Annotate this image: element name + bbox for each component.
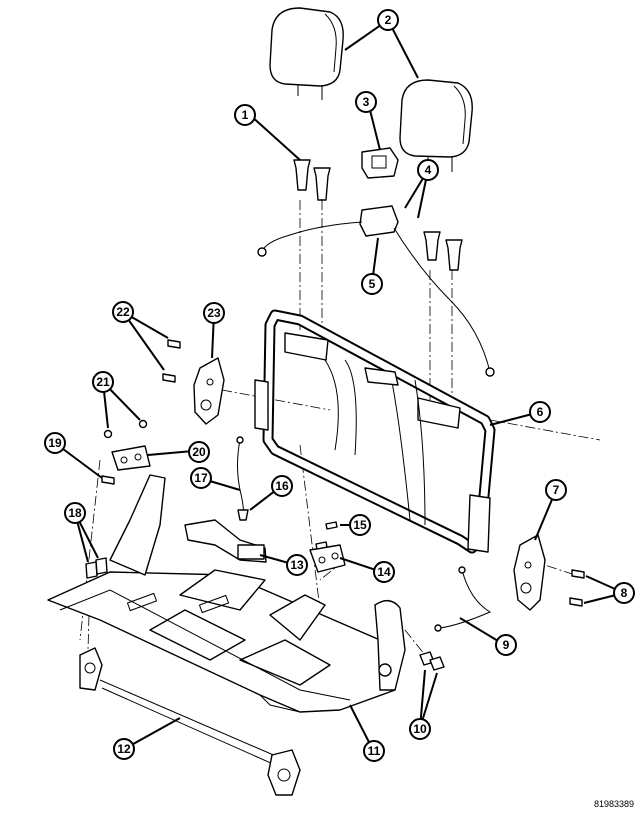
callout-23: 23 [203, 302, 225, 324]
svg-text:22: 22 [116, 305, 130, 319]
headrest-right [399, 79, 473, 172]
callout-5: 5 [361, 273, 383, 295]
callout-16: 16 [271, 475, 293, 497]
headrest-bracket [361, 147, 399, 179]
svg-text:20: 20 [192, 445, 206, 459]
lower-cross-assembly [79, 647, 301, 796]
svg-text:14: 14 [377, 565, 391, 579]
recliner-latch-cable [257, 205, 495, 377]
sensor-cable [236, 436, 249, 521]
connector-13 [184, 519, 267, 563]
svg-text:17: 17 [194, 471, 208, 485]
callout-7: 7 [545, 479, 567, 501]
svg-text:4: 4 [425, 163, 432, 177]
callout-8: 8 [613, 582, 635, 604]
hinge-left [193, 357, 225, 425]
headrest-left [269, 7, 344, 100]
callout-2: 2 [377, 9, 399, 31]
callout-19: 19 [44, 432, 66, 454]
callout-1: 1 [234, 104, 256, 126]
callout-11: 11 [363, 740, 385, 762]
svg-text:6: 6 [537, 405, 544, 419]
nuts-10 [419, 651, 445, 671]
screws-22 [162, 339, 181, 383]
svg-text:5: 5 [369, 277, 376, 291]
svg-text:10: 10 [413, 722, 427, 736]
nuts-21 [103, 419, 148, 439]
callout-12: 12 [113, 738, 135, 760]
callout-22: 22 [112, 301, 134, 323]
bolts-18 [85, 557, 108, 579]
seat-cushion-frame [47, 474, 406, 713]
svg-text:8: 8 [621, 586, 628, 600]
callout-13: 13 [286, 554, 308, 576]
figure-id: 81983389 [593, 799, 634, 809]
svg-text:18: 18 [68, 506, 82, 520]
headrest-guide-sleeves [293, 159, 463, 271]
callout-14: 14 [373, 561, 395, 583]
svg-text:2: 2 [385, 13, 392, 27]
release-cable-9 [434, 566, 492, 632]
callout-9: 9 [495, 634, 517, 656]
svg-text:15: 15 [353, 518, 367, 532]
callout-4: 4 [417, 159, 439, 181]
seat-back-frame [254, 309, 496, 554]
callout-15: 15 [349, 514, 371, 536]
latch-14 [309, 544, 346, 573]
callout-20: 20 [188, 441, 210, 463]
svg-text:9: 9 [503, 638, 510, 652]
svg-text:16: 16 [275, 479, 289, 493]
bolts-8 [569, 569, 585, 607]
callout-6: 6 [529, 401, 551, 423]
svg-text:11: 11 [368, 744, 381, 758]
hinge-right [513, 534, 546, 611]
svg-text:13: 13 [290, 558, 304, 572]
callout-17: 17 [190, 467, 212, 489]
bracket-20 [111, 445, 151, 471]
bolt-19 [101, 475, 115, 485]
svg-text:1: 1 [242, 108, 249, 122]
callout-18: 18 [64, 502, 86, 524]
screws-15 [315, 521, 338, 550]
callout-3: 3 [355, 91, 377, 113]
svg-text:23: 23 [207, 306, 221, 320]
callout-10: 10 [409, 718, 431, 740]
svg-text:21: 21 [96, 375, 110, 389]
svg-text:12: 12 [117, 742, 131, 756]
svg-text:3: 3 [363, 95, 370, 109]
svg-text:7: 7 [553, 483, 560, 497]
callout-21: 21 [92, 371, 114, 393]
svg-text:19: 19 [48, 436, 62, 450]
